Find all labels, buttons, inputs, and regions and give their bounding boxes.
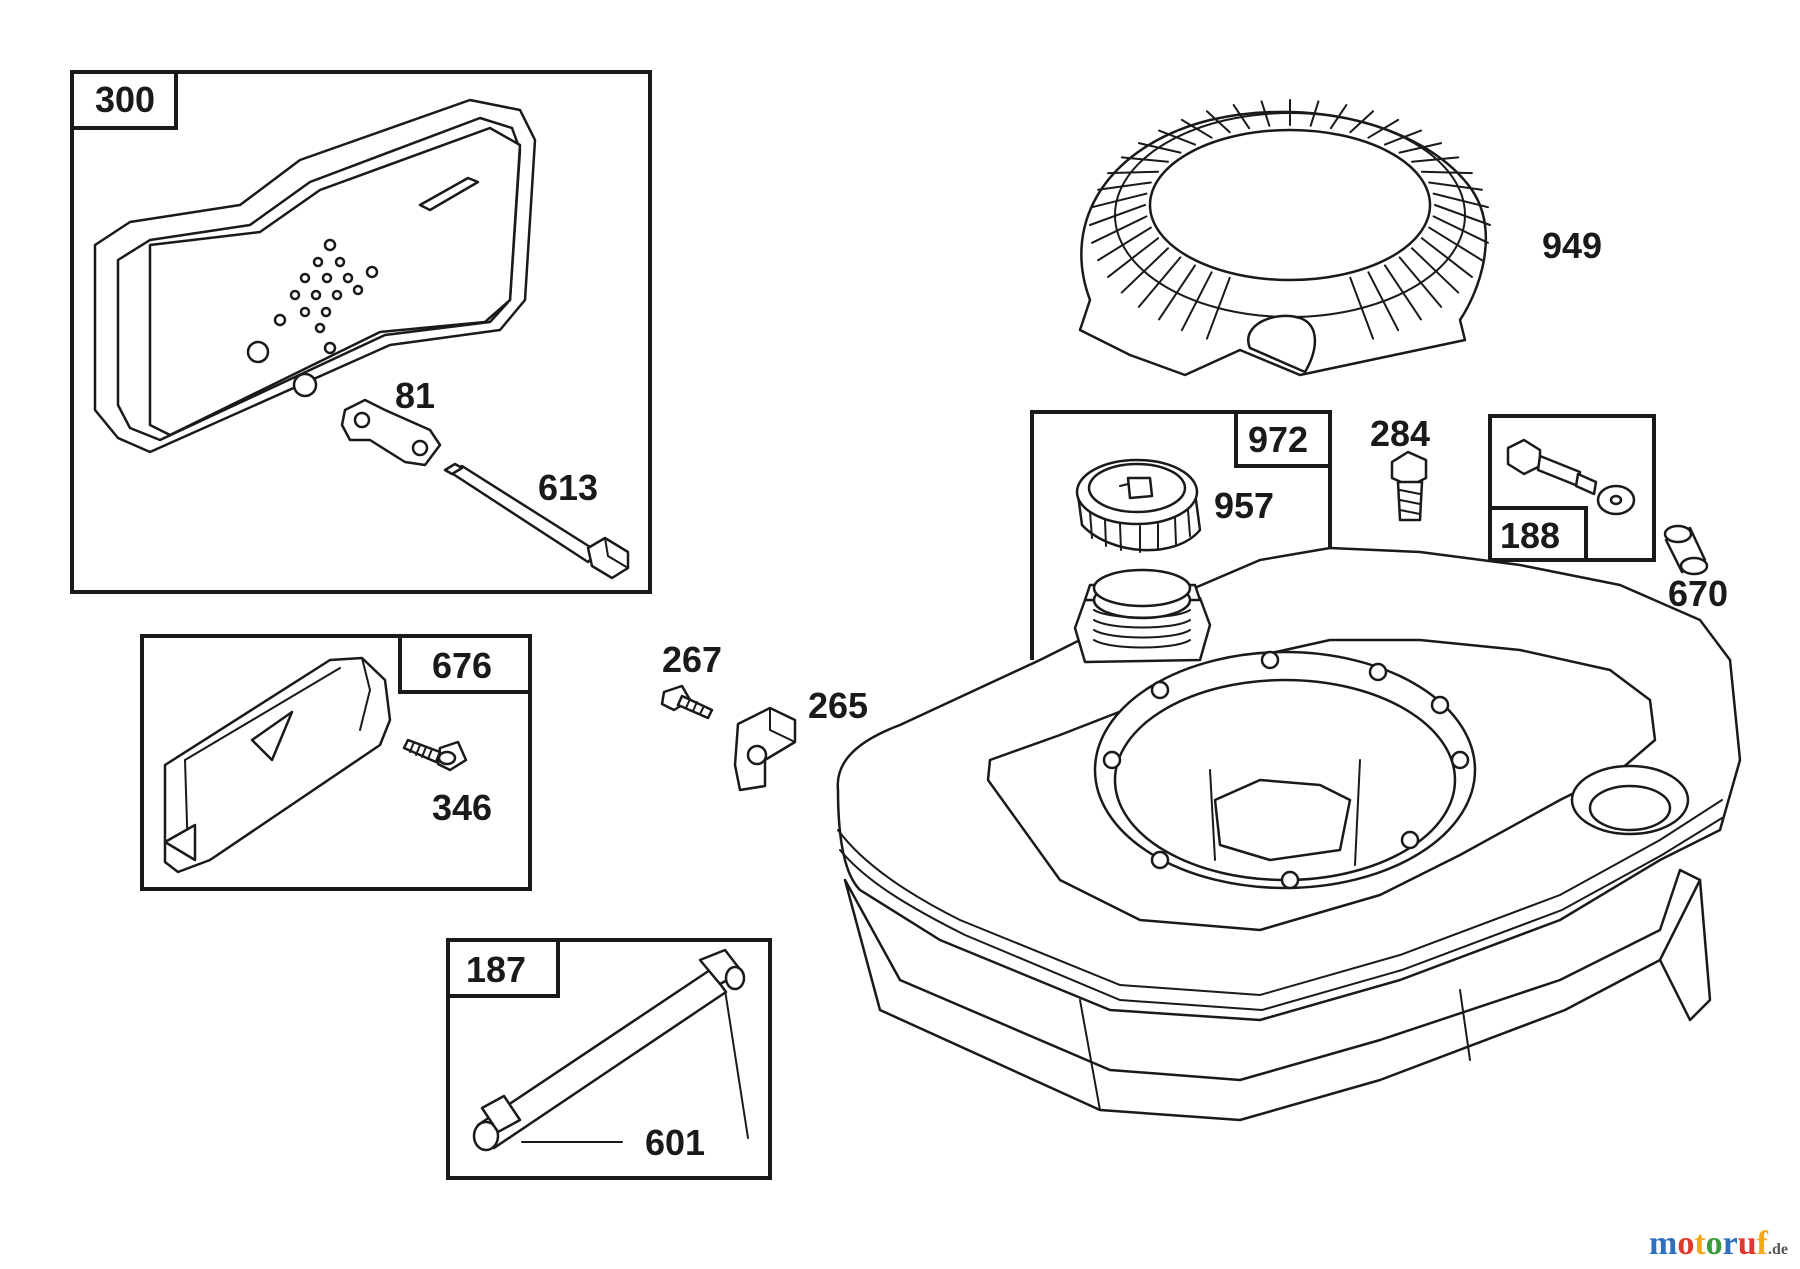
- part-284-label: 284: [1370, 413, 1430, 454]
- cover-rib: [1120, 156, 1170, 163]
- part-957-label: 957: [1214, 485, 1274, 526]
- cover-rib: [1091, 215, 1148, 244]
- group-188-label: 188: [1500, 515, 1560, 556]
- group-187: 187 601: [446, 938, 772, 1180]
- cover-rib: [1410, 247, 1460, 294]
- group-187-label-box: [446, 938, 560, 998]
- group-972-label-box: [1234, 410, 1332, 468]
- part-601-label: 601: [645, 1122, 705, 1163]
- group-300: 300: [70, 70, 652, 594]
- cover-rib: [1420, 170, 1473, 175]
- cover-rib: [1097, 226, 1152, 262]
- part-670-label: 670: [1668, 573, 1728, 614]
- long-bolt: [443, 462, 630, 580]
- group-972-label: 972: [1248, 419, 1308, 460]
- part-267-label: 267: [662, 639, 722, 680]
- clip-265: [733, 706, 797, 792]
- watermark-logo: motoruf.de: [1649, 1225, 1788, 1262]
- part-265-label: 265: [808, 685, 868, 726]
- group-188-label-box: [1488, 506, 1588, 562]
- part-81-label: 81: [395, 375, 435, 416]
- cover-rib: [1097, 181, 1152, 191]
- cover-rib: [1120, 247, 1170, 294]
- cover-rib: [1432, 215, 1489, 244]
- blower-housing-cover: [1078, 99, 1491, 377]
- fuel-cap: [1075, 458, 1202, 553]
- group-676-label: 676: [432, 645, 492, 686]
- fuel-line-drawing: [472, 948, 746, 1152]
- group-972-frame: [1030, 410, 1332, 660]
- group-187-frame: [446, 938, 772, 1180]
- part-949-label: 949: [1542, 225, 1602, 266]
- cover-rib: [1089, 204, 1146, 226]
- perforation-holes: [246, 238, 379, 398]
- muffler-drawing: [93, 98, 537, 454]
- part-613-label: 613: [538, 467, 598, 508]
- cover-rib: [1091, 192, 1148, 209]
- cover-rib: [1420, 237, 1473, 278]
- group-300-label: 300: [95, 79, 155, 120]
- washer: [1596, 484, 1636, 516]
- shoulder-bolt: [1506, 438, 1598, 496]
- group-972: 972 957: [1030, 410, 1332, 660]
- cover-rib: [1410, 156, 1460, 163]
- group-676-frame: [140, 634, 532, 891]
- group-676-label-box: [398, 634, 532, 694]
- cover-rib: [1428, 226, 1483, 262]
- cover-rib: [1107, 170, 1160, 175]
- lock-plate: [340, 398, 442, 467]
- leader-601-b: [724, 989, 749, 1139]
- cover-rib: [1432, 192, 1489, 209]
- muffler-shield-drawing: [163, 656, 392, 874]
- ring-bosses: [1102, 650, 1470, 890]
- screw-267: [660, 684, 714, 720]
- group-676: 676 346: [140, 634, 532, 891]
- group-188: 188: [1488, 414, 1656, 562]
- cover-rib: [1434, 204, 1491, 226]
- fuel-tank: [836, 546, 1742, 1122]
- group-300-label-box: [70, 70, 178, 130]
- group-187-label: 187: [466, 949, 526, 990]
- spacer-670: [1663, 524, 1709, 576]
- part-346-label: 346: [432, 787, 492, 828]
- cover-rib: [1107, 237, 1160, 278]
- cover-rib: [1428, 181, 1483, 191]
- screw-284: [1390, 450, 1428, 522]
- group-300-frame: [70, 70, 652, 594]
- shield-screw: [402, 738, 468, 772]
